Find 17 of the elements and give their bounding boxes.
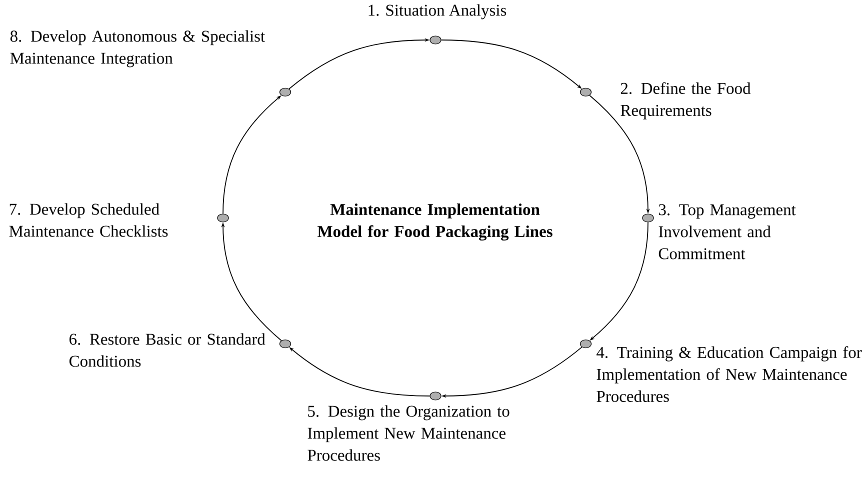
step-label: 3. Top Management Involvement and Commitment — [658, 204, 796, 260]
step-dot — [580, 88, 592, 96]
step-dot — [279, 88, 292, 96]
step-dot — [217, 214, 229, 222]
step-label: 6. Restore Basic or Standard Conditions — [69, 333, 266, 367]
step-label: 1. Situation Analysis — [368, 4, 506, 20]
center-title: Maintenance Implementation Model for Food Packaging Lines — [318, 203, 552, 241]
step-dot — [279, 340, 292, 348]
step-label: 7. Develop Scheduled Maintenance Checklists — [9, 203, 168, 237]
step-label: 8. Develop Autonomous & Specialist Maintenance Integration — [10, 30, 265, 68]
step-dot — [642, 214, 654, 222]
step-dot — [430, 392, 442, 400]
step-label: 4. Training & Education Campaign for Implementation of New Maintenance Procedures — [596, 346, 862, 402]
step-label: 5. Design the Organization to Implement New Maintenance Procedures — [308, 405, 510, 461]
step-dot — [430, 36, 442, 44]
step-label: 2. Define the Food Requirements — [620, 82, 751, 120]
step-dot — [580, 340, 592, 348]
